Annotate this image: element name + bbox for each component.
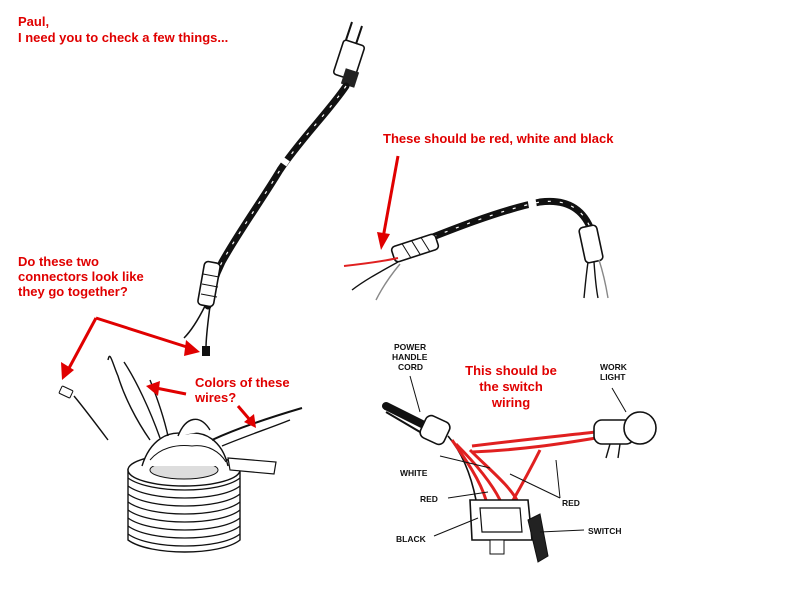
note-colors-2: wires? bbox=[195, 390, 237, 405]
arrow-connector-right-head bbox=[184, 340, 200, 356]
annotation-arrows bbox=[61, 155, 400, 428]
note-switch-3: wiring bbox=[491, 395, 531, 410]
label-work-light-2: LIGHT bbox=[600, 372, 626, 382]
arrow-connector-right bbox=[95, 316, 191, 350]
note-intro: I need you to check a few things... bbox=[18, 30, 229, 45]
power-cord-drawing bbox=[183, 21, 366, 356]
label-red-right: RED bbox=[562, 498, 580, 508]
arrow-colors-left bbox=[155, 386, 187, 396]
arrow-cord-colors-head bbox=[377, 232, 390, 250]
label-red-left: RED bbox=[420, 494, 438, 504]
label-black: BLACK bbox=[396, 534, 427, 544]
note-colors-1: Colors of these bbox=[195, 375, 290, 390]
arrow-cord-colors bbox=[381, 155, 400, 239]
plug-icon bbox=[332, 21, 366, 88]
cord-end-drawing bbox=[343, 195, 609, 301]
label-power-cord: POWER bbox=[394, 342, 426, 352]
arrow-colors-left-head bbox=[146, 381, 160, 396]
note-connectors-1: Do these two bbox=[18, 254, 99, 269]
arrow-connector-left-head bbox=[61, 362, 74, 380]
arrow-colors-down bbox=[236, 405, 252, 421]
note-switch-1: This should be bbox=[465, 363, 557, 378]
note-switch-2: the switch bbox=[479, 379, 543, 394]
note-greeting: Paul, bbox=[18, 14, 50, 29]
note-connectors-2: connectors look like bbox=[18, 269, 144, 284]
label-switch: SWITCH bbox=[588, 526, 622, 536]
label-power-cord-3: CORD bbox=[398, 362, 423, 372]
label-work-light: WORK bbox=[600, 362, 628, 372]
label-power-cord-2: HANDLE bbox=[392, 352, 428, 362]
arrow-connector-left bbox=[66, 317, 98, 371]
motor-coil-drawing bbox=[58, 355, 303, 553]
arrow-colors-down-head bbox=[244, 414, 256, 428]
note-cord-colors: These should be red, white and black bbox=[383, 131, 614, 146]
label-white: WHITE bbox=[400, 468, 428, 478]
switch-icon bbox=[469, 499, 549, 563]
work-light-icon bbox=[593, 411, 657, 459]
switch-wiring-diagram: POWER HANDLE CORD WORK LIGHT WHITE RED R… bbox=[382, 342, 657, 563]
note-connectors-3: they go together? bbox=[18, 284, 128, 299]
